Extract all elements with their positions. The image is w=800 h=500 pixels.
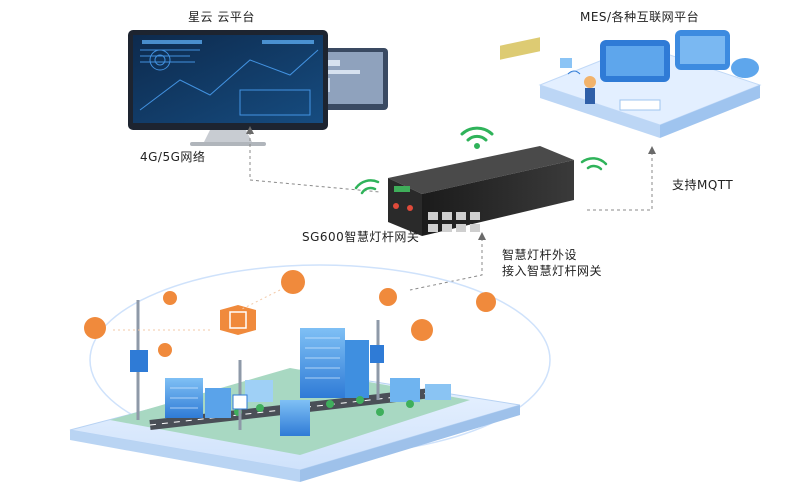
connector-lines: [249, 132, 653, 291]
mes-platform-label: MES/各种互联网平台: [580, 10, 700, 24]
peripheral-label-line1: 智慧灯杆外设: [502, 248, 578, 262]
network-label: 4G/5G网络: [140, 150, 206, 164]
gateway-label: SG600智慧灯杆网关: [302, 230, 420, 244]
arrow-heads: [246, 126, 656, 240]
cloud-platform-label: 星云 云平台: [188, 10, 255, 24]
smart-city-illustration: [69, 264, 551, 482]
wifi-signal-icon: [460, 126, 494, 149]
mes-platform-illustration: [538, 30, 762, 138]
wifi-signal-icon-left: [354, 179, 380, 195]
peripheral-icons: [84, 270, 496, 357]
peripheral-label-line2: 接入智慧灯杆网关: [502, 264, 603, 278]
wifi-signal-icon-right: [580, 157, 608, 171]
sg600-gateway-device: [388, 37, 574, 236]
mqtt-label: 支持MQTT: [672, 178, 734, 192]
cloud-platform-monitors: [128, 30, 388, 146]
